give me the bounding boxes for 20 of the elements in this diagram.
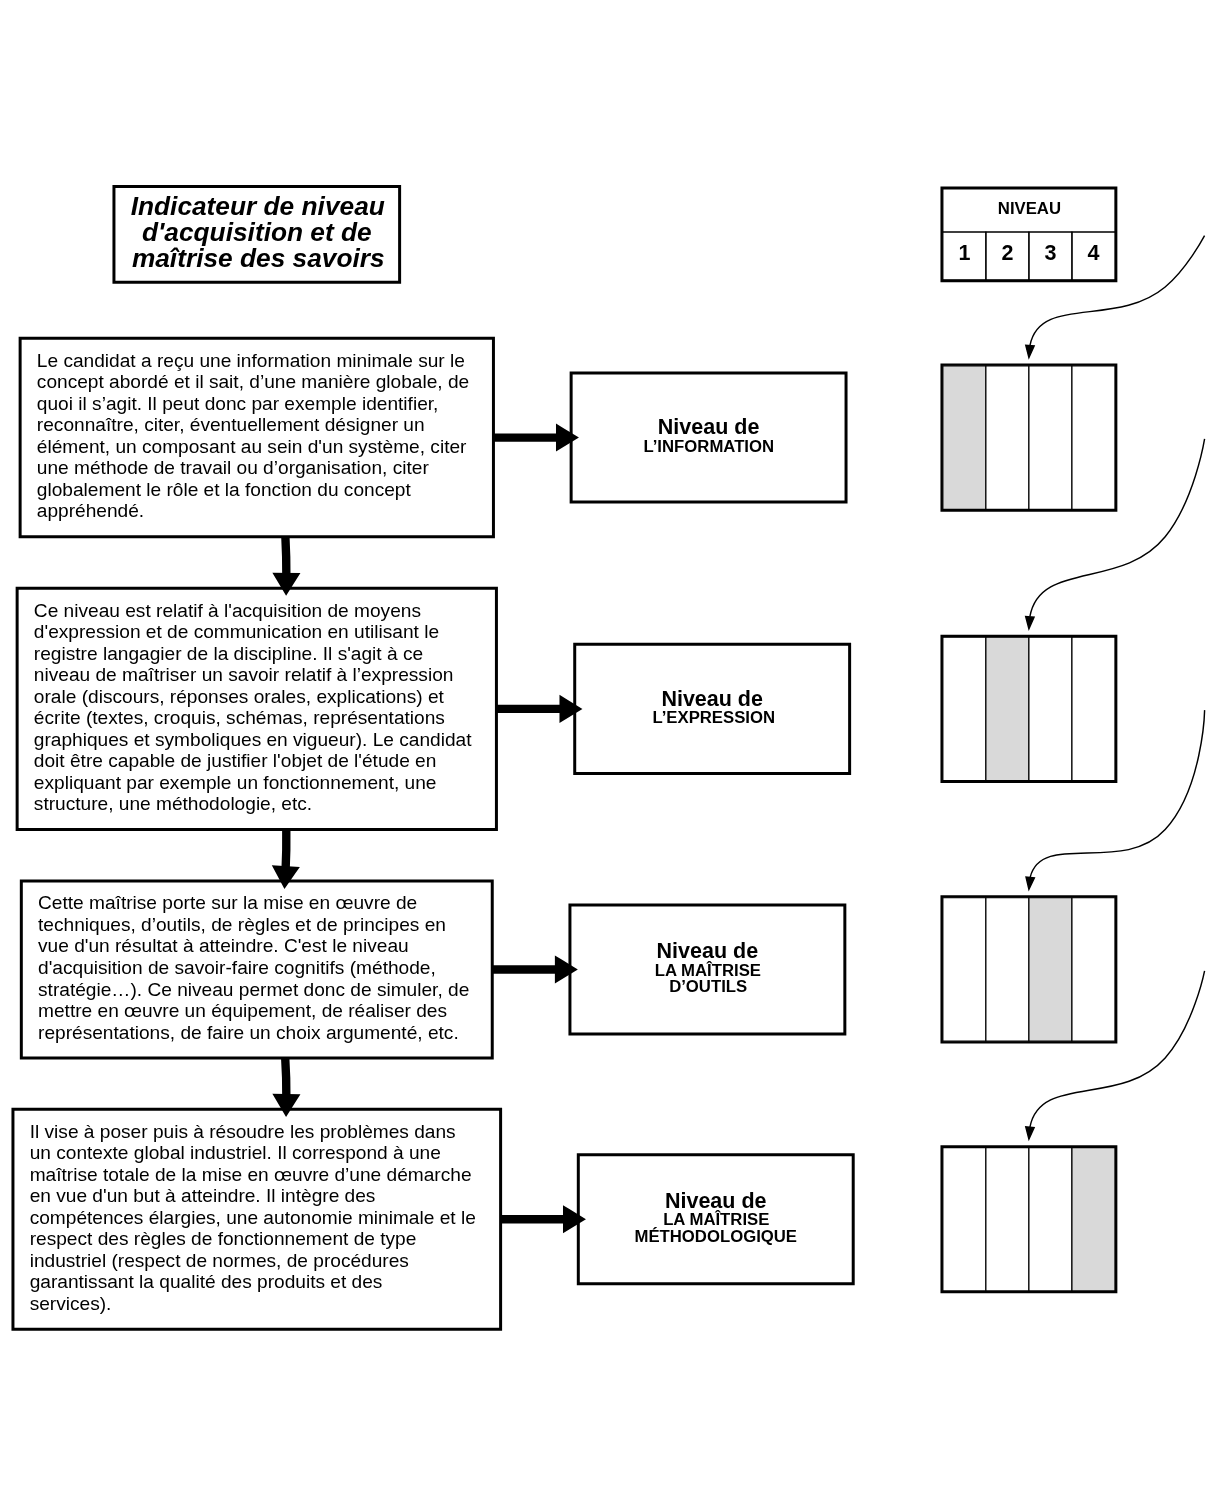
- node-box: Ce niveau est relatif à l'acquisition de moyens d'expression et de communication en utilisant le registre langagier de la discipline. Il s'agit à ce niveau de maîtriser un savoir relatif à l’expression orale (discours, réponses orales, explications) et écrite (textes, croquis, schémas, représentations graphiques et symboliques en vigueur). Le candidat doit être capable de justifier l'objet de l'étude en expliquant par exemple un fonctionnement, une structure, une méthodologie, etc.: [15, 586, 498, 831]
- arrow: [492, 954, 578, 983]
- arrow: [496, 694, 583, 723]
- node-box: Indicateur de niveau d'acquisition et de maîtrise des savoirs: [112, 184, 402, 284]
- arrow: [1024, 234, 1206, 360]
- arrow: [272, 536, 301, 596]
- node-box: Niveau de L’INFORMATION: [569, 371, 848, 504]
- arrow: [272, 1057, 301, 1117]
- node-box: Il vise à poser puis à résoudre les problèmes dans un contexte global industriel. Il correspond à une maîtrise totale de la mise en œuvre d’une démarche en vue d'un but à atteindre. Il intègre des compétences élargies, une autonomie minimale et le respect des règles de fonctionnement de type industriel (respect de normes, de procédures garantissant la qualité des produits et des services).: [11, 1107, 503, 1331]
- node-box: Niveau de LA MAÎTRISE MÉTHODOLOGIQUE: [576, 1152, 855, 1285]
- arrow: [500, 1204, 586, 1233]
- arrow: [493, 423, 579, 452]
- arrow: [1024, 969, 1206, 1141]
- node-box: Niveau de L’EXPRESSION: [573, 642, 852, 775]
- arrow: [1024, 437, 1206, 631]
- node-box: Cette maîtrise porte sur la mise en œuvre de techniques, d’outils, de règles et de principes en vue d'un résultat à atteindre. C'est le niveau d'acquisition de savoir-faire cognitifs (méthode, stratégie…). Ce niveau permet donc de simuler, de mettre en œuvre un équipement, de réaliser des représentations, de faire un choix argumenté, etc.: [19, 879, 494, 1059]
- node-box: Le candidat a reçu une information minimale sur le concept abordé et il sait, d’une manière globale, de quoi il s’agit. Il peut donc par exemple identifier, reconnaître, citer, éventuellement désigner un élément, un composant au sein d'un système, citer une méthode de travail ou d’organisation, citer globalement le rôle et la fonction du concept appréhendé.: [18, 336, 495, 538]
- arrow: [271, 829, 300, 889]
- node-box: Niveau de LA MAÎTRISE D’OUTILS: [568, 902, 847, 1035]
- arrow: [1025, 708, 1206, 892]
